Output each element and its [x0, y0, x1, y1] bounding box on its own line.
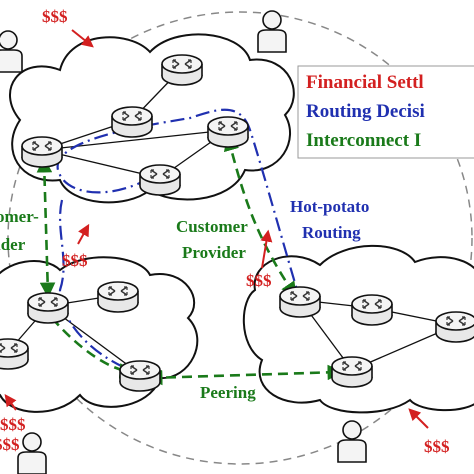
router-icon [331, 356, 373, 388]
arrow-icon [408, 408, 429, 429]
legend-interconnect: Interconnect I [306, 130, 421, 151]
router-icon [139, 164, 181, 196]
provider-label: Provider [182, 243, 246, 262]
arrow-icon [4, 394, 17, 411]
customer-label-left: omer- [0, 207, 39, 226]
router-icon [111, 106, 153, 138]
router-icon [97, 281, 139, 313]
legend-routing: Routing Decisi [306, 101, 425, 122]
router-icon [207, 116, 249, 148]
user-icon [257, 10, 287, 53]
provider-label-left: ider [0, 235, 26, 254]
internet-boundary [7, 11, 473, 465]
cloud-icon [0, 256, 199, 413]
legend-financial: Financial Settl [306, 72, 424, 93]
arrow-icon [260, 229, 273, 269]
router-icon [435, 311, 474, 343]
money-label: $$$ [0, 415, 26, 434]
router-icon [119, 360, 161, 392]
user-icon [0, 30, 23, 73]
user-icon [337, 420, 367, 463]
peering-label: Peering [200, 383, 256, 402]
routing-label: Routing [302, 223, 361, 242]
money-label: $$$ [246, 271, 272, 290]
customer-label: Customer [176, 217, 248, 236]
router-icon [161, 54, 203, 86]
user-icon [17, 432, 47, 474]
money-label: $$$ [424, 437, 450, 456]
money-label: $$$ [42, 7, 68, 26]
router-icon [351, 294, 393, 326]
arrow-icon [71, 29, 94, 48]
interconnect-links [36, 134, 344, 386]
router-icon [21, 136, 63, 168]
router-icon [27, 292, 69, 324]
money-arrows [4, 29, 429, 429]
hot-potato-label: Hot-potato [290, 197, 369, 216]
router-icon [0, 338, 29, 370]
money-label: $$$ [62, 251, 88, 270]
arrow-icon [77, 223, 90, 245]
router-icon [279, 286, 321, 318]
legend: Financial Settl Routing Decisi Interconn… [297, 65, 474, 159]
money-label: $$$ [0, 435, 20, 454]
